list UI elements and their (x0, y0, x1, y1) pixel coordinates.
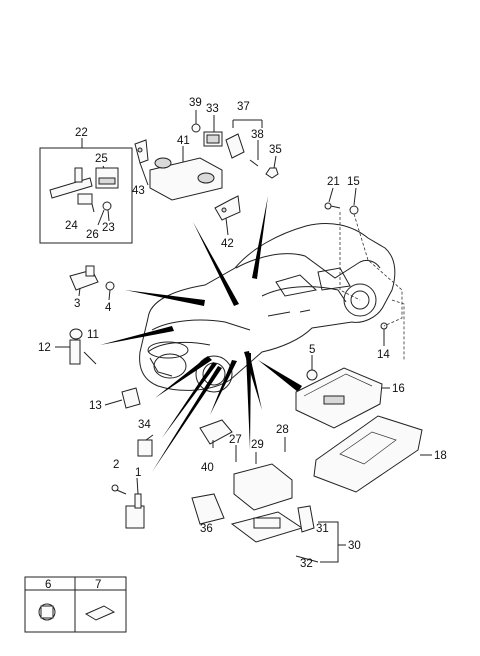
callout-7: 7 (95, 579, 101, 591)
callout-35: 35 (269, 144, 282, 156)
part-43-bracket (134, 139, 149, 164)
part-41-module (149, 146, 223, 201)
callout-14: 14 (377, 349, 390, 361)
callout-5: 5 (309, 344, 315, 356)
callout-31: 31 (316, 523, 329, 535)
pointer-wedges (100, 196, 302, 472)
callout-16: 16 (392, 383, 405, 395)
callout-34: 34 (138, 419, 151, 431)
part-42-bracket (214, 195, 241, 221)
callout-27: 27 (229, 434, 242, 446)
part-3-sensor (69, 265, 99, 291)
callout-28: 28 (276, 424, 289, 436)
callout-23: 23 (102, 222, 115, 234)
part-2-bolt (111, 484, 127, 495)
bracket-30-lines (318, 521, 346, 563)
callout-41: 41 (177, 135, 190, 147)
part-11-sensor (69, 328, 97, 365)
callout-1: 1 (135, 467, 141, 479)
part-15-nut (349, 205, 359, 215)
callout-15: 15 (347, 176, 360, 188)
callout-26: 26 (86, 229, 99, 241)
part-37-bracket (225, 119, 263, 167)
callout-22: 22 (75, 127, 88, 139)
callout-38: 38 (251, 129, 264, 141)
callout-labels: 1 2 3 4 5 6 7 11 12 13 14 15 16 18 21 22… (38, 97, 447, 591)
part-29-module (233, 452, 293, 511)
part-16-module (295, 367, 390, 429)
part-14-bolt (380, 322, 388, 342)
part-39-clip (191, 123, 201, 133)
group-box-22 (39, 138, 133, 244)
callout-21: 21 (327, 176, 340, 188)
callout-2: 2 (113, 459, 119, 471)
callout-43: 43 (132, 185, 145, 197)
callout-leaders (55, 110, 385, 563)
callout-32: 32 (300, 558, 313, 570)
callout-3: 3 (74, 298, 80, 310)
part-34-switch (137, 439, 153, 457)
part-18-bracket (313, 415, 432, 493)
callout-25: 25 (95, 153, 108, 165)
part-40-unit (199, 419, 233, 445)
callout-42: 42 (221, 238, 234, 250)
part-13-horn (121, 387, 141, 409)
callout-40: 40 (201, 462, 214, 474)
callout-6: 6 (45, 579, 51, 591)
callout-36: 36 (200, 523, 213, 535)
callout-24: 24 (65, 220, 78, 232)
part-33-relay (203, 131, 223, 147)
part-36-pad (191, 493, 225, 525)
callout-29: 29 (251, 439, 264, 451)
part-4-nut (105, 281, 115, 291)
part-1-sensor (125, 493, 145, 529)
callout-30: 30 (348, 540, 361, 552)
callout-33: 33 (206, 103, 219, 115)
callout-4: 4 (105, 302, 112, 314)
guide-lines (339, 212, 405, 360)
part-21-bolt (324, 202, 341, 210)
part-35-nut (265, 167, 279, 179)
part-32-bracket (230, 511, 304, 543)
part-31-clip (297, 505, 315, 533)
callout-11: 11 (87, 329, 99, 341)
legend-box (24, 576, 127, 633)
callout-18: 18 (434, 450, 447, 462)
callout-13: 13 (89, 400, 102, 412)
callout-12: 12 (38, 342, 51, 354)
callout-39: 39 (189, 97, 202, 109)
callout-37: 37 (237, 101, 250, 113)
part-5-nut (306, 369, 318, 381)
